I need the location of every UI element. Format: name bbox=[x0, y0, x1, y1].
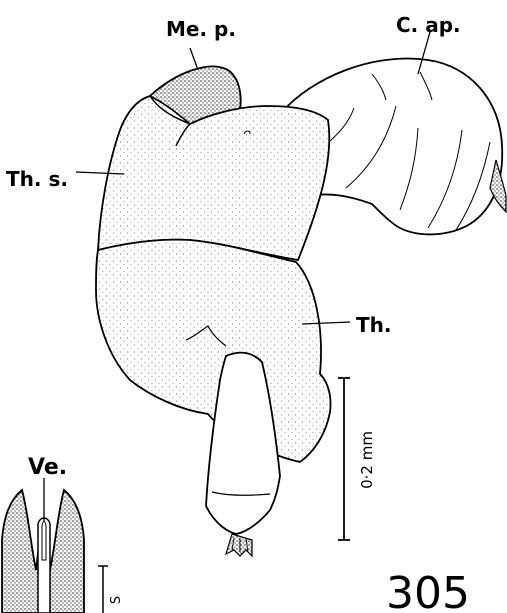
scale-bar-main-label: 0·2 mm bbox=[358, 431, 376, 489]
scale-bar-inset bbox=[98, 566, 108, 613]
theca-sclerite bbox=[98, 96, 329, 260]
label-median-process: Me. p. bbox=[166, 17, 236, 41]
scale-bar-main bbox=[338, 378, 350, 540]
vesica-inset bbox=[2, 490, 84, 613]
figure-number: 305 bbox=[386, 568, 470, 613]
label-cap: C. ap. bbox=[396, 13, 461, 37]
scale-bar-inset-label: S bbox=[109, 596, 124, 604]
label-theca: Th. bbox=[356, 313, 391, 337]
label-vesica: Ve. bbox=[28, 455, 67, 480]
label-theca-sclerite: Th. s. bbox=[6, 167, 68, 191]
